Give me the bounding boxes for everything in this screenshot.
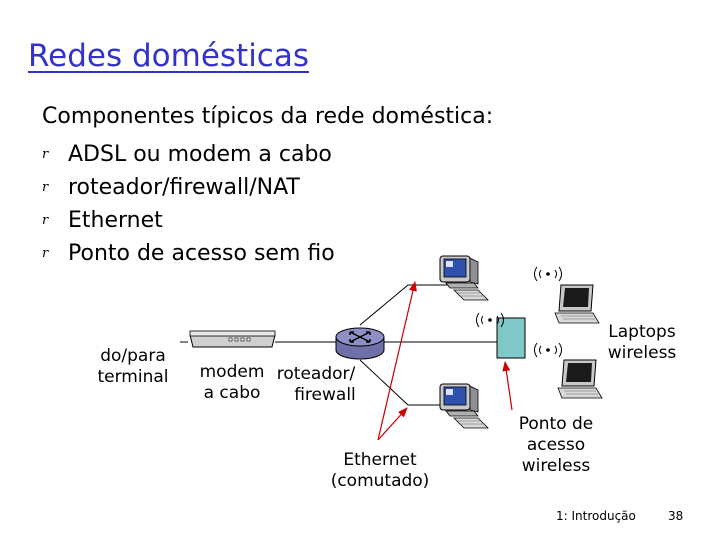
- access-point-icon: [476, 312, 526, 359]
- bullet-text: Ponto de acesso sem fio: [68, 241, 335, 266]
- label-ethernet: Ethernet (comutado): [330, 450, 430, 491]
- router-icon: [335, 327, 385, 360]
- bullet-item: r roteador/firewall/NAT: [42, 171, 335, 204]
- footer-page-number: 38: [668, 509, 684, 523]
- label-access-point: Ponto de acesso wireless: [518, 414, 594, 476]
- bullet-text: ADSL ou modem a cabo: [68, 142, 332, 167]
- bullet-text: Ethernet: [68, 208, 163, 233]
- label-laptops: Laptops wireless: [607, 322, 677, 363]
- arrow-ethernet-top: [377, 281, 417, 441]
- bullet-item: r ADSL ou modem a cabo: [42, 138, 335, 171]
- bullet-icon: r: [42, 246, 49, 261]
- desktop-computer-icon: [439, 255, 489, 301]
- slide-subtitle: Componentes típicos da rede doméstica:: [42, 104, 494, 129]
- arrow-ethernet-bottom: [377, 407, 408, 441]
- label-terminal: do/para terminal: [97, 346, 169, 387]
- cable-router-pc-top: [359, 284, 455, 326]
- bullet-icon: r: [42, 213, 49, 228]
- cable-router-pc-bottom: [359, 359, 455, 406]
- bullet-item: r Ethernet: [42, 204, 335, 237]
- cable-modem-icon: [189, 330, 276, 348]
- bullet-icon: r: [42, 147, 49, 162]
- footer-chapter: 1: Introdução: [556, 509, 636, 523]
- label-router: roteador/ firewall: [276, 364, 356, 405]
- bullet-text: roteador/firewall/NAT: [68, 175, 300, 200]
- bullet-list: r ADSL ou modem a cabo r roteador/firewall…: [42, 138, 335, 270]
- bullet-icon: r: [42, 180, 49, 195]
- arrow-ap: [502, 361, 513, 411]
- label-modem: modem a cabo: [199, 362, 265, 403]
- laptop-icon: [534, 342, 603, 399]
- desktop-computer-icon: [439, 383, 489, 429]
- bullet-item: r Ponto de acesso sem fio: [42, 237, 335, 270]
- laptop-icon: [534, 266, 600, 324]
- slide-title: Redes domésticas: [28, 38, 309, 74]
